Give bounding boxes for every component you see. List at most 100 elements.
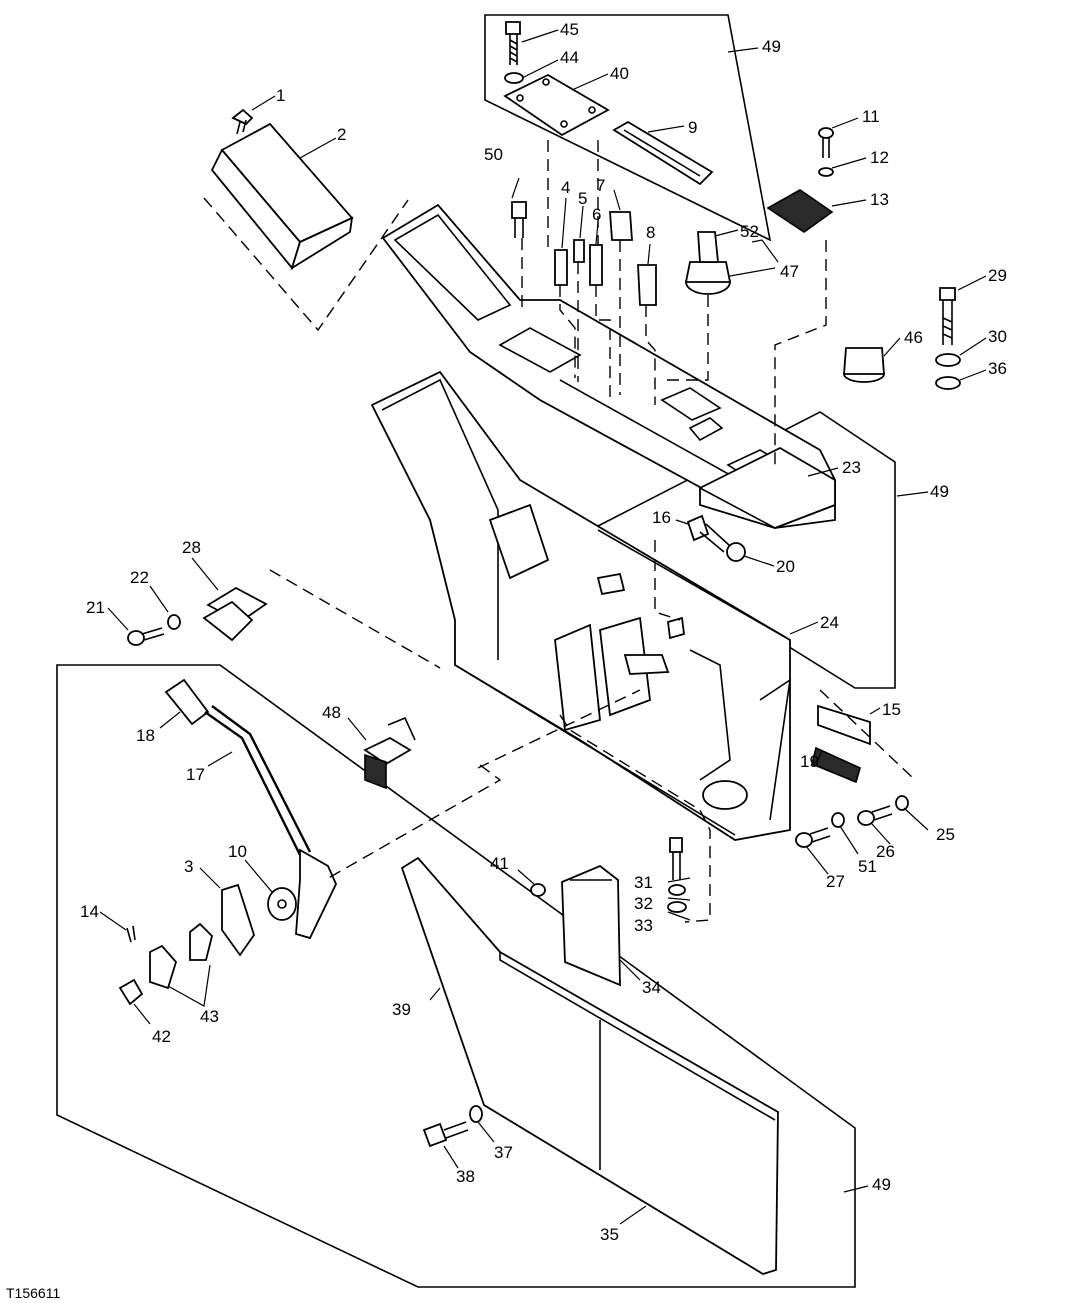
callout-41: 41 [490, 854, 509, 873]
callout-24: 24 [820, 613, 839, 632]
callout-46: 46 [904, 328, 923, 347]
pin-14 [126, 925, 136, 943]
bracket-48 [363, 716, 416, 790]
washer-44 [504, 72, 524, 84]
callout-40: 40 [610, 64, 629, 83]
figure-id: T156611 [6, 1285, 60, 1301]
washer-37 [469, 1105, 483, 1123]
star-washer-43b [149, 944, 178, 990]
washer-25 [895, 795, 909, 811]
callout-36: 36 [988, 359, 1007, 378]
callout-3: 3 [184, 857, 193, 876]
relay-28 [202, 586, 268, 642]
lever-17 [204, 705, 337, 940]
callout-11: 11 [862, 107, 880, 126]
group-outline-bottom [56, 664, 856, 1288]
callout-44: 44 [560, 48, 579, 67]
callout-45: 45 [560, 20, 579, 39]
switch-6 [589, 244, 603, 286]
bolt-31 [669, 837, 683, 880]
callout-38: 38 [456, 1167, 475, 1186]
plate-40 [503, 73, 610, 137]
bolt-29 [939, 287, 956, 345]
switch-50 [511, 201, 527, 238]
callout-21: 21 [86, 598, 105, 617]
callout-7: 7 [596, 176, 605, 195]
callout-49-right: 49 [930, 482, 949, 501]
screw-11 [818, 127, 834, 158]
callout-43: 43 [200, 1007, 219, 1026]
callout-10: 10 [228, 842, 247, 861]
plate-3 [221, 883, 255, 957]
callout-48: 48 [322, 703, 341, 722]
callout-17: 17 [186, 765, 205, 784]
grip-18 [164, 678, 210, 726]
callout-28: 28 [182, 538, 201, 557]
callout-25: 25 [936, 825, 955, 844]
screw-1 [231, 108, 254, 135]
callout-35: 35 [600, 1225, 619, 1244]
washer-41 [530, 883, 546, 897]
callout-19: 19 [800, 752, 819, 771]
callout-33: 33 [634, 916, 653, 935]
dashed-assembly-lines [269, 140, 916, 923]
key-switch-47 [684, 231, 732, 295]
callout-23: 23 [842, 458, 861, 477]
callout-52: 52 [740, 222, 759, 241]
callout-47: 47 [780, 262, 799, 281]
callout-15: 15 [882, 700, 901, 719]
switch-5 [573, 239, 585, 263]
callout-50: 50 [484, 145, 503, 164]
callout-18: 18 [136, 726, 155, 745]
screw-26 [857, 805, 893, 826]
callout-6: 6 [592, 205, 601, 224]
callout-5: 5 [578, 189, 587, 208]
washer-32 [668, 884, 686, 896]
callout-8: 8 [646, 223, 655, 242]
callout-26: 26 [876, 842, 895, 861]
washer-33 [667, 901, 687, 913]
callout-9: 9 [688, 118, 697, 137]
callout-31: 31 [634, 873, 653, 892]
hinge-15 [817, 704, 871, 746]
callout-32: 32 [634, 894, 653, 913]
star-washer-43a [189, 922, 213, 961]
callout-22: 22 [130, 568, 149, 587]
leader-lines [99, 29, 987, 1225]
group-outline-top [484, 14, 772, 242]
bolt-16 [686, 514, 731, 553]
callout-14: 14 [80, 902, 99, 921]
callout-1: 1 [276, 86, 285, 105]
cover-box-2 [210, 122, 354, 271]
cover-34 [561, 864, 621, 987]
screw-27 [795, 827, 831, 848]
callout-16: 16 [652, 508, 671, 527]
bolt-38 [422, 1121, 469, 1148]
washer-22 [167, 614, 181, 630]
callout-labels: 1 2 3 4 5 6 7 8 9 10 11 12 13 14 15 16 1… [6, 20, 1007, 1301]
cap-46 [843, 347, 885, 383]
callout-30: 30 [988, 327, 1007, 346]
washer-30 [935, 353, 961, 367]
callout-49-top: 49 [762, 37, 781, 56]
slot-plate-9 [612, 120, 714, 186]
panel-23 [699, 446, 836, 529]
callout-49-bottom: 49 [872, 1175, 891, 1194]
bolt-45 [505, 21, 521, 65]
callout-39: 39 [392, 1000, 411, 1019]
screw-21 [127, 627, 165, 646]
callout-20: 20 [776, 557, 795, 576]
cap-13 [766, 189, 834, 233]
callout-37: 37 [494, 1143, 513, 1162]
nut-20 [726, 542, 746, 562]
washer-36 [935, 376, 961, 390]
callout-34: 34 [642, 978, 661, 997]
callout-12: 12 [870, 148, 889, 167]
callout-51: 51 [858, 857, 877, 876]
callout-2: 2 [337, 125, 346, 144]
callout-4: 4 [561, 178, 570, 197]
side-panel-39 [400, 856, 779, 1275]
callout-29: 29 [988, 266, 1007, 285]
